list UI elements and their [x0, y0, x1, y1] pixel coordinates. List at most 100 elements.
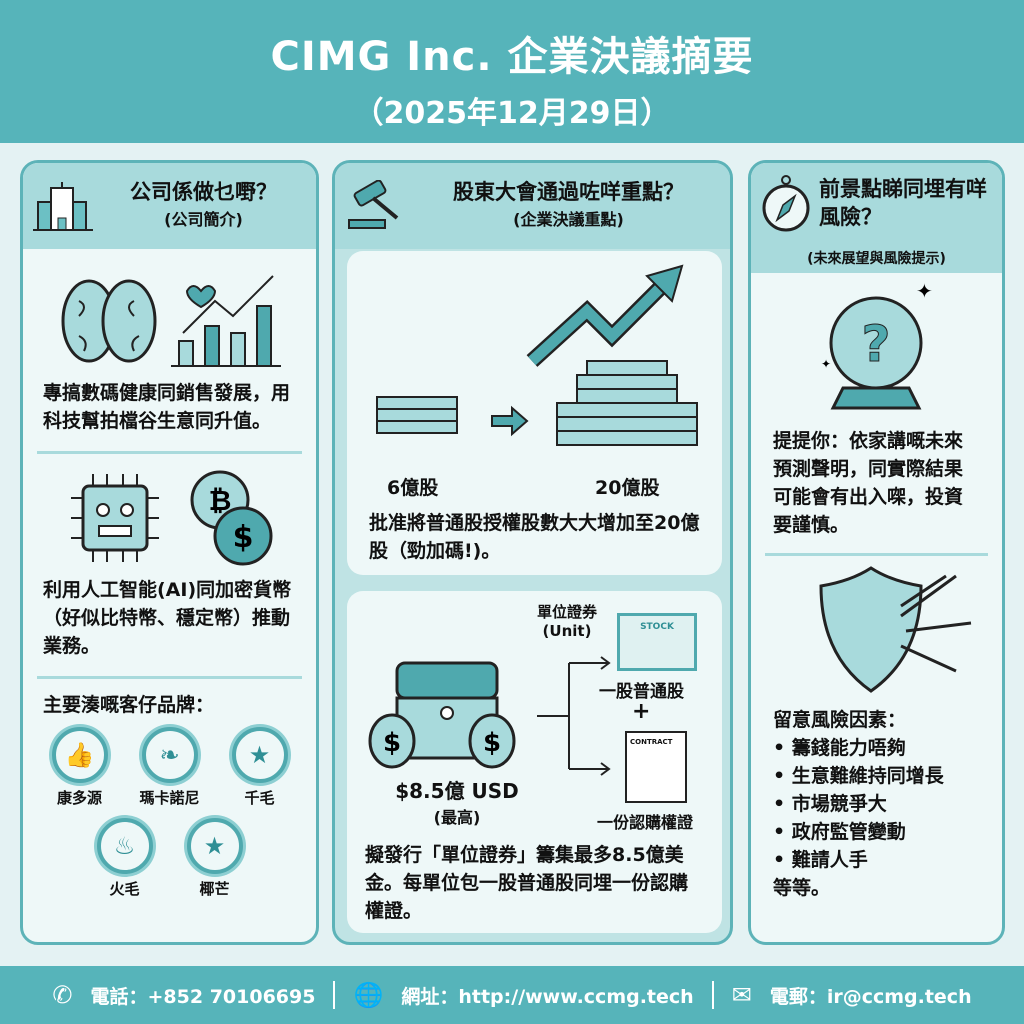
growth-chart-icon — [170, 275, 281, 367]
risk-item: • 政府監管變動 — [773, 821, 906, 843]
tech-description: 利用人工智能(AI)同加密貨幣（好似比特幣、穩定幣）推動業務。 — [43, 579, 292, 657]
brand-name: 椰芒 — [199, 880, 230, 898]
svg-text:₿: ₿ — [208, 484, 231, 517]
offering-amount: $8.5億 USD — [395, 779, 519, 803]
crypto-coins-icon: ₿$ — [190, 470, 272, 566]
ai-chip-icon — [70, 474, 159, 562]
panel-header: 股東大會通過咗咩重點？ (企業決議重點) — [335, 163, 730, 249]
globe-icon: 🌐 — [353, 981, 384, 1009]
panel-header: 前景點睇同埋有咩風險？ (未來展望與風險提示) — [751, 163, 1002, 273]
share-increase-card: 6億股 20億股 批准將普通股授權股數大大增加至20億股（勁加碼!)。 — [347, 251, 722, 575]
share-growth-illustration — [376, 264, 698, 446]
large-cash-stack-icon — [556, 360, 698, 446]
risk-item: • 難請人手 — [773, 849, 868, 871]
brands-title: 主要湊嘅客仔品牌： — [43, 694, 215, 716]
svg-text:$: $ — [483, 728, 501, 758]
current-shares-label: 6億股 — [387, 477, 439, 499]
resolutions-panel: 股東大會通過咗咩重點？ (企業決議重點) 6億股 20億股 批准將普通股授權股數大… — [332, 160, 733, 945]
risk-title: 留意風險因素： — [773, 709, 907, 731]
gavel-icon — [348, 180, 399, 229]
panel-title: 前景點睇同埋有咩風險？ — [819, 177, 987, 229]
forward-looking-disclaimer: 提提你：依家講嘅未來預測聲明，同實際結果可能會有出入㗎，投資要謹慎。 — [773, 430, 964, 536]
title-banner: CIMG Inc. 企業決議摘要 （2025年12月29日） — [0, 0, 1024, 143]
company-intro-panel: 公司係做乜嘢？(公司簡介) 專搞數碼健康同銷售發展，用科技幫拍檔谷生意同升值。 … — [20, 160, 319, 945]
risk-item: • 生意難維持同增長 — [773, 765, 944, 787]
divider — [765, 553, 988, 556]
brand-item: ★ 千毛 — [215, 727, 305, 808]
unit-label: 單位證券 — [536, 603, 597, 621]
panel-header: 公司係做乜嘢？ (公司簡介) — [23, 163, 316, 249]
contact-footer: ✆ 電話：+852 70106695 🌐 網址：http://www.ccmg.te… — [0, 966, 1024, 1024]
flame-icon: ♨ — [96, 818, 153, 874]
brand-list: 👍康多源 ❧瑪卡諾尼 ★千毛 ♨火毛 ★椰芒 — [23, 727, 316, 899]
risk-text: 難請人手 — [791, 849, 868, 871]
svg-text:✦: ✦ — [821, 357, 831, 371]
brand-item: ❧ 瑪卡諾尼 — [125, 727, 215, 808]
risk-item: • 市場競爭大 — [773, 793, 887, 815]
panel-subtitle: (公司簡介) — [164, 210, 243, 229]
risk-text: 政府監管變動 — [791, 821, 906, 843]
panel-subtitle: (企業決議重點) — [513, 210, 624, 229]
divider — [37, 451, 302, 454]
unit-en-label: (Unit) — [542, 622, 592, 640]
unit-offering-description: 擬發行「單位證券」籌集最多8.5億美金。每單位包一股普通股同埋一份認購權證。 — [365, 844, 689, 922]
brand-name: 火毛 — [109, 880, 140, 898]
shield-arrows-icon — [819, 566, 972, 693]
outlook-risk-panel: 前景點睇同埋有咩風險？ (未來展望與風險提示) ? ✦ ✦ 提提你：依家講嘅未來預測… — [748, 160, 1005, 945]
crystal-ball-icon: ? ✦ ✦ — [821, 279, 933, 410]
phone-contact[interactable]: 電話：+852 70106695 — [90, 985, 316, 1008]
page-date: （2025年12月29日） — [353, 96, 671, 131]
share-increase-description: 批准將普通股授權股數大大增加至20億股（勁加碼!)。 — [369, 512, 700, 562]
building-icon — [33, 182, 93, 231]
split-arrow-icon — [537, 656, 611, 776]
star-icon: ★ — [231, 727, 288, 783]
stock-certificate-icon: STOCK — [617, 613, 697, 671]
common-share-label: 一股普通股 — [599, 682, 684, 702]
small-cash-stack-icon — [376, 396, 458, 434]
unit-offering-card: $$ $8.5億 USD(最高) 單位證券(Unit) STOCK 一股普通股 … — [347, 591, 722, 933]
brand-name: 康多源 — [56, 789, 102, 807]
treasure-chest-icon: $$ — [368, 661, 516, 769]
company-description: 專搞數碼健康同銷售發展，用科技幫拍檔谷生意同升值。 — [43, 382, 291, 432]
divider — [37, 676, 302, 679]
new-shares-label: 20億股 — [595, 477, 660, 499]
email-icon: ✉ — [731, 981, 752, 1009]
divider — [333, 981, 336, 1009]
contract-word: CONTRACT — [630, 738, 673, 746]
offering-amount-note: (最高) — [433, 808, 481, 827]
svg-text:?: ? — [861, 315, 890, 373]
risk-item: • 籌錢能力唔夠 — [773, 737, 906, 759]
svg-text:$: $ — [232, 520, 253, 555]
website-link[interactable]: 網址：http://www.ccmg.tech — [401, 985, 694, 1008]
thumbs-up-icon: 👍 — [51, 727, 108, 783]
brand-name: 瑪卡諾尼 — [139, 789, 200, 807]
tech-illustration: ₿$ — [23, 454, 316, 576]
risk-text: 籌錢能力唔夠 — [791, 737, 906, 759]
stock-word: STOCK — [640, 622, 674, 632]
contract-scroll-icon: CONTRACT — [625, 731, 687, 803]
brand-item: ★ 椰芒 — [170, 818, 260, 899]
svg-text:✦: ✦ — [916, 279, 933, 303]
health-illustration — [23, 249, 316, 379]
brand-item: 👍 康多源 — [35, 727, 125, 808]
compass-icon — [762, 175, 810, 232]
risk-text: 生意難維持同增長 — [791, 765, 944, 787]
panel-subtitle: (未來展望與風險提示) — [807, 251, 946, 267]
risk-etc: 等等。 — [773, 877, 831, 899]
email-link[interactable]: 電郵：ir@ccmg.tech — [769, 985, 972, 1008]
brain-icon — [61, 279, 156, 363]
panel-title: 股東大會通過咗咩重點？ — [453, 180, 684, 204]
phone-icon: ✆ — [52, 981, 73, 1009]
page-title: CIMG Inc. 企業決議摘要 — [270, 34, 754, 80]
brand-name: 千毛 — [244, 789, 275, 807]
svg-text:$: $ — [383, 728, 401, 758]
risk-list: • 籌錢能力唔夠 • 生意難維持同增長 • 市場競爭大 • 政府監管變動 • 難… — [751, 734, 1002, 874]
warrant-label: 一份認購權證 — [597, 813, 694, 832]
leaf-icon: ❧ — [141, 727, 198, 783]
risk-text: 市場競爭大 — [791, 793, 887, 815]
brand-item: ♨ 火毛 — [80, 818, 170, 899]
star-icon: ★ — [186, 818, 243, 874]
plus-sign: + — [632, 699, 651, 724]
panel-title: 公司係做乜嘢？ — [130, 180, 277, 204]
divider — [711, 981, 714, 1009]
